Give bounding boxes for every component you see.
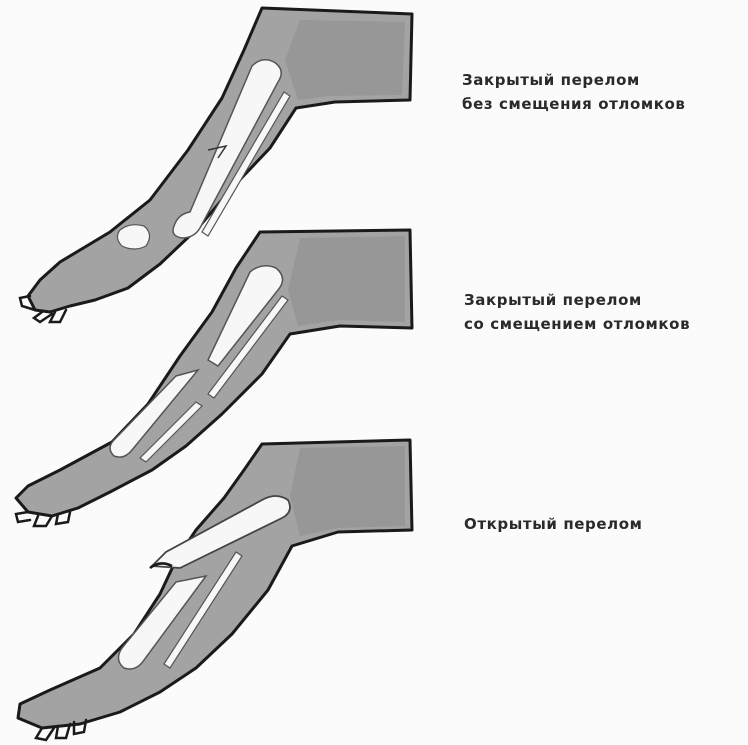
caption-3-line-1: Открытый перелом [464,512,643,536]
leg-1-thigh-shade [285,20,405,100]
leg-2-thigh-shade [288,236,405,326]
caption-closed-displaced: Закрытый перелом со смещением отломков [464,288,690,336]
caption-2-line-1: Закрытый перелом [464,288,690,312]
caption-1-line-1: Закрытый перелом [462,68,686,92]
caption-1-line-2: без смещения отломков [462,92,686,116]
caption-closed-no-displacement: Закрытый перелом без смещения отломков [462,68,686,116]
caption-open-fracture: Открытый перелом [464,512,643,536]
caption-2-line-2: со смещением отломков [464,312,690,336]
leg-3-thigh-shade [290,446,405,536]
leg-1-ankle-bone [117,225,149,249]
